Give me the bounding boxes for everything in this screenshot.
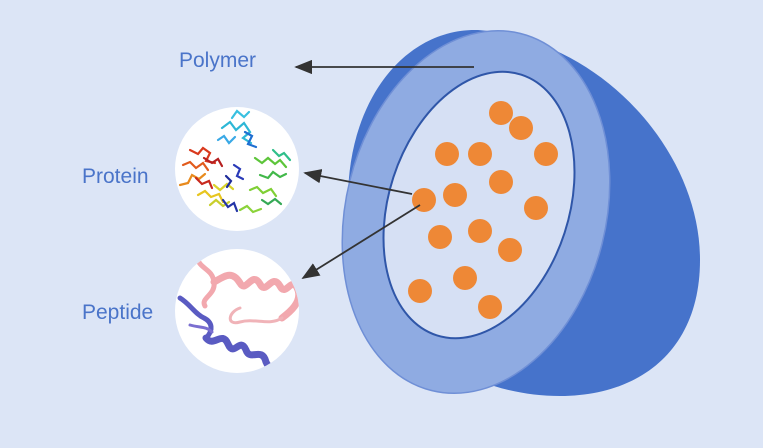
- protein-label: Protein: [82, 165, 149, 188]
- particle: [443, 183, 467, 207]
- arrow-to-peptide: [301, 204, 421, 279]
- particle: [408, 279, 432, 303]
- particle: [453, 266, 477, 290]
- peptide-helix-icon: [175, 249, 299, 373]
- particle: [489, 101, 513, 125]
- protein-structure-icon: [175, 107, 299, 231]
- particle: [428, 225, 452, 249]
- particle: [435, 142, 459, 166]
- polymer-label: Polymer: [179, 49, 257, 72]
- arrow-to-protein: [303, 169, 413, 195]
- particle: [498, 238, 522, 262]
- particle: [468, 142, 492, 166]
- nanoparticle-shell: [341, 29, 700, 396]
- particle: [534, 142, 558, 166]
- particle: [489, 170, 513, 194]
- particle: [524, 196, 548, 220]
- peptide-label: Peptide: [82, 301, 154, 324]
- particle: [509, 116, 533, 140]
- particle: [478, 295, 502, 319]
- cargo-particles: [408, 101, 558, 319]
- particle: [468, 219, 492, 243]
- pointer-arrows: [294, 59, 474, 279]
